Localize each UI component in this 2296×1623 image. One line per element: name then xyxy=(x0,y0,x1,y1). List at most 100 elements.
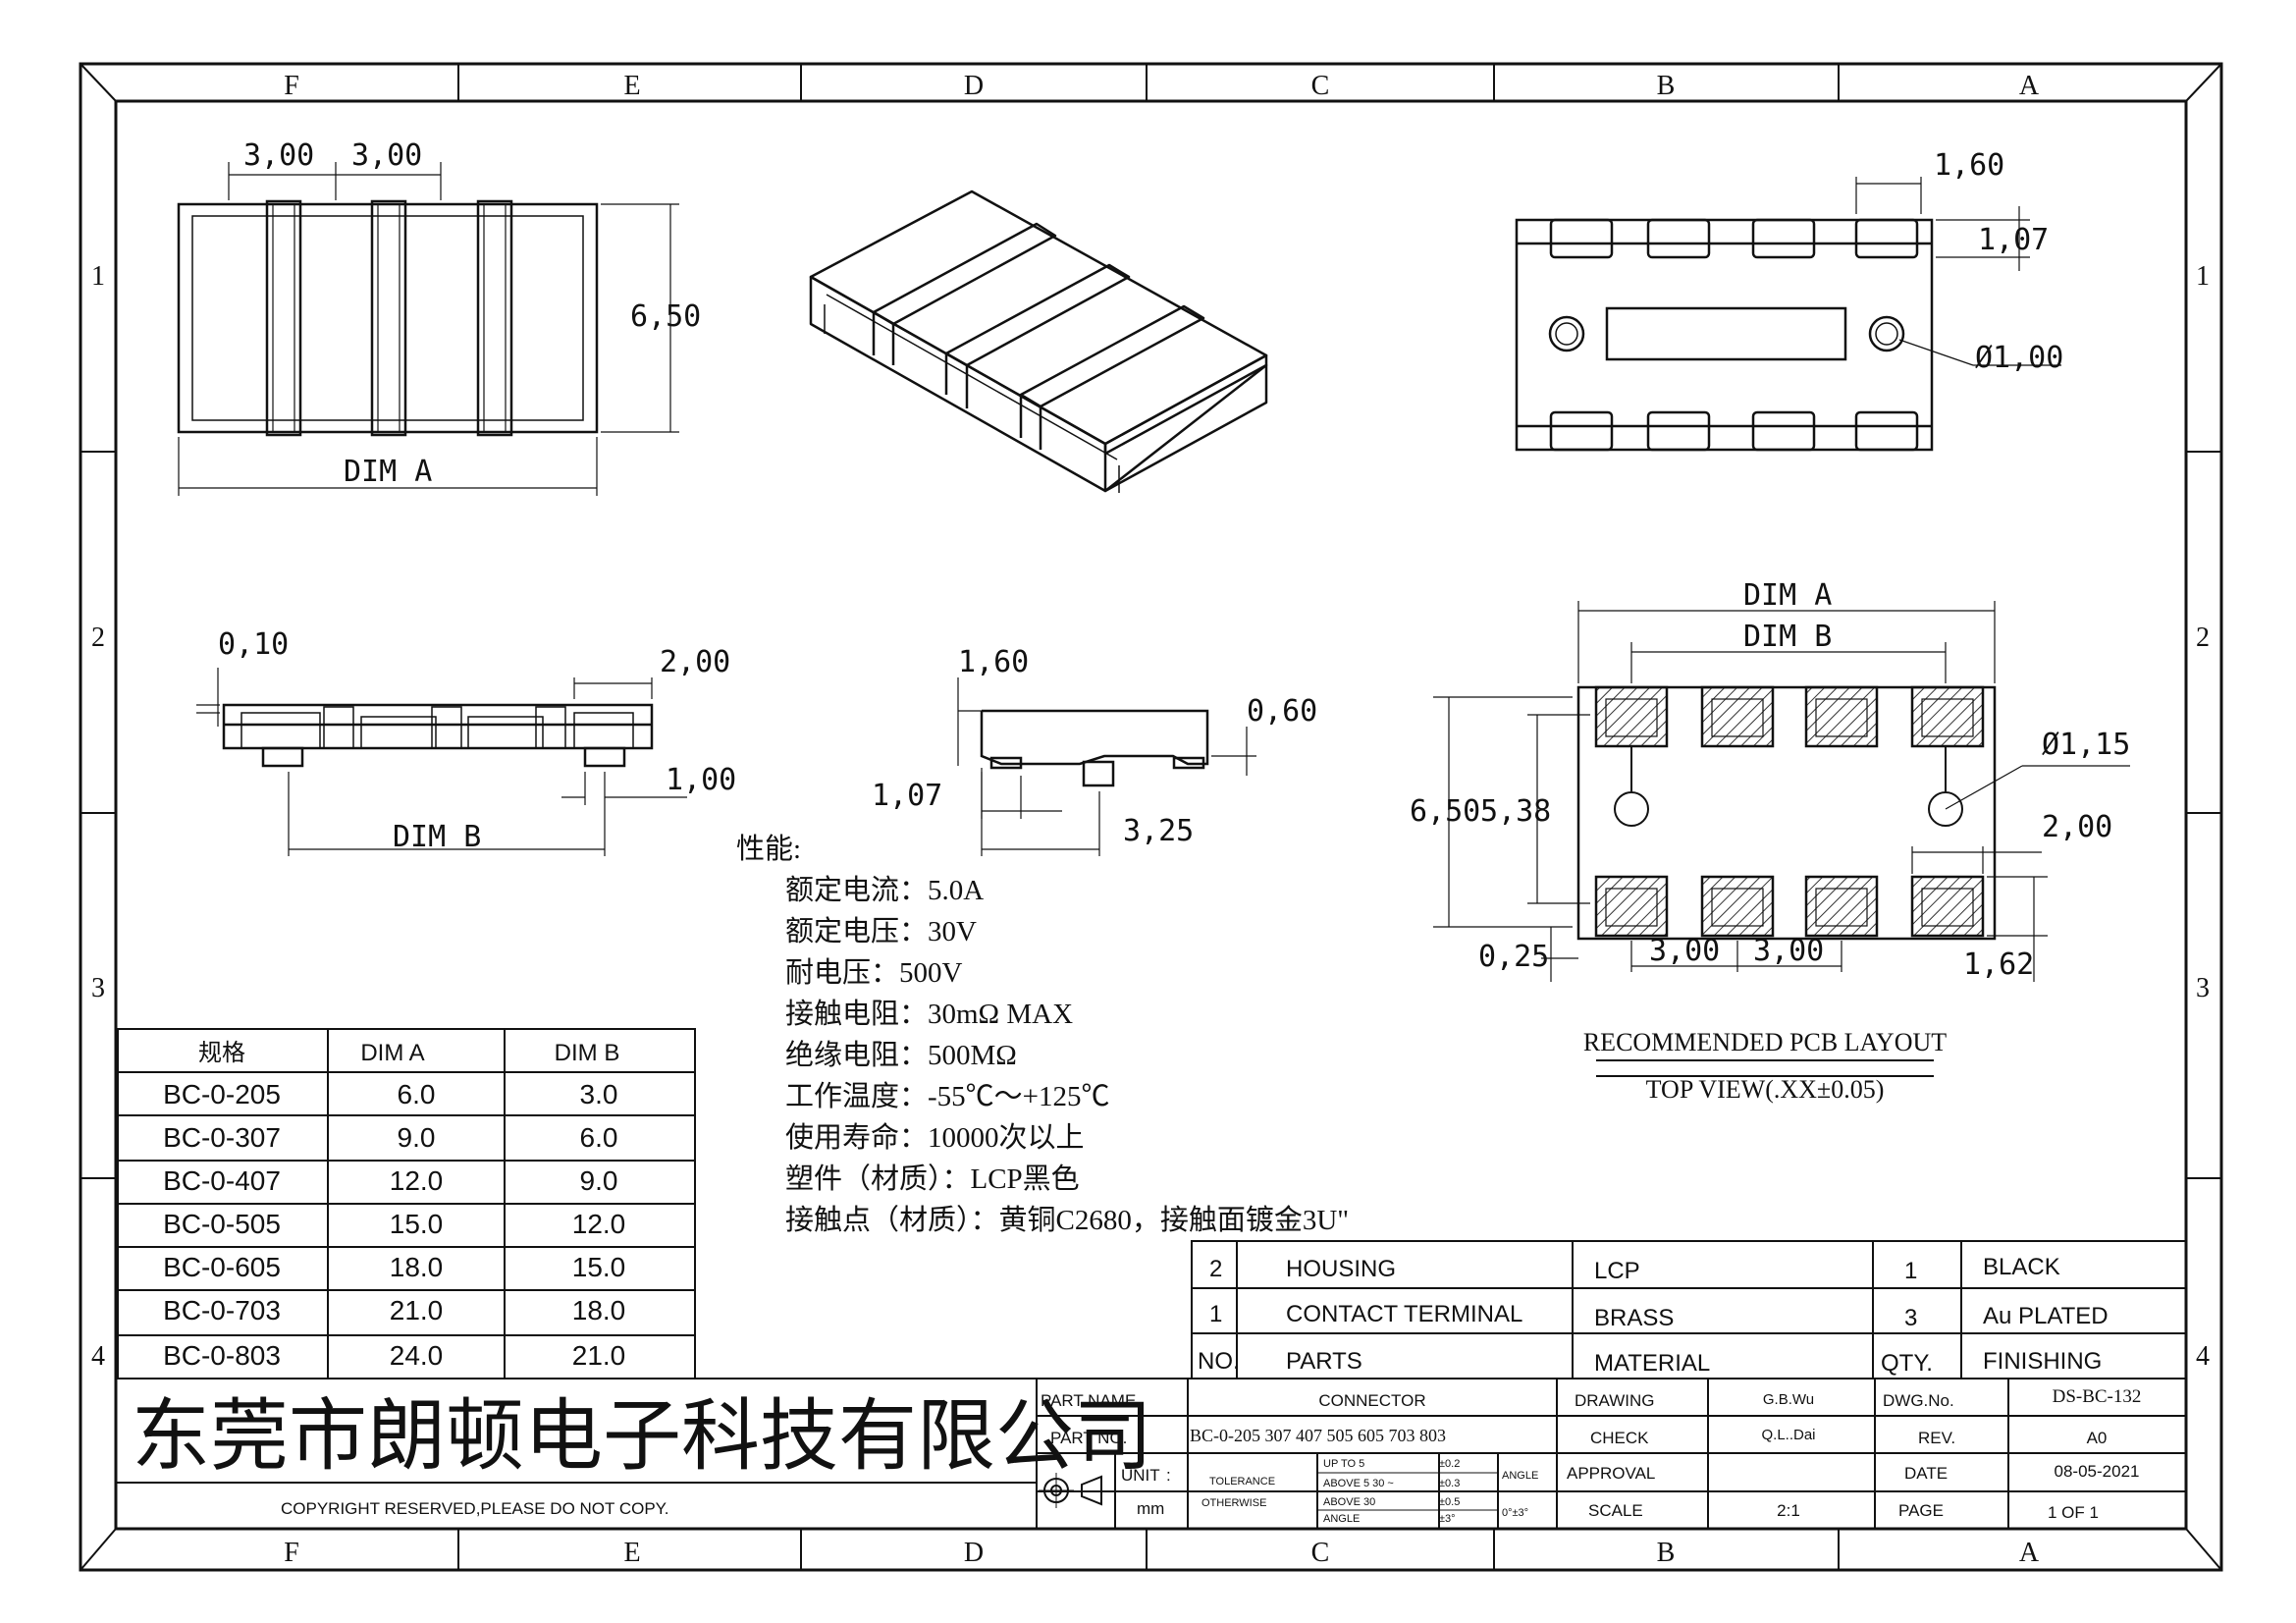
dim-bottom-1-07: 1,07 xyxy=(1978,223,2049,257)
part-name-value: CONNECTOR xyxy=(1318,1391,1425,1410)
part-no-value: BC-0-205 307 407 505 605 703 803 xyxy=(1190,1426,1446,1445)
zone-row-4-left: 4 xyxy=(91,1341,105,1372)
zone-col-f-bottom: F xyxy=(284,1538,299,1568)
rev-label: REV. xyxy=(1918,1429,1955,1447)
dim-width-6-50: 6,50 xyxy=(630,299,701,334)
bom-finishing: BLACK xyxy=(1983,1254,2060,1280)
table-cell-dim-b: 15.0 xyxy=(572,1252,626,1282)
date-value: 08-05-2021 xyxy=(2055,1462,2140,1481)
bom-finishing: Au PLATED xyxy=(1983,1303,2109,1329)
pcb-dim-5-38: 5,38 xyxy=(1480,794,1551,829)
spec-contact-material: 接触点（材质）：黄铜C2680，接触面镀金3U" xyxy=(785,1204,1349,1236)
zone-col-c-top: C xyxy=(1311,71,1330,101)
table-cell-model: BC-0-703 xyxy=(163,1295,281,1325)
side-view-drawing xyxy=(196,668,687,856)
unit-value: mm xyxy=(1137,1499,1164,1518)
spec-operating-temperature: 工作温度：-55℃～+125℃ xyxy=(785,1080,1110,1112)
sheet-frame xyxy=(79,62,2223,1572)
dim-end-1-60: 1,60 xyxy=(958,645,1029,679)
spec-withstand-voltage: 耐电压：500V xyxy=(785,956,963,989)
dwg-no-value: DS-BC-132 xyxy=(2053,1386,2142,1407)
table-cell-dim-b: 18.0 xyxy=(572,1295,626,1325)
page-value: 1 OF 1 xyxy=(2048,1503,2099,1522)
unit-label: UNIT xyxy=(1121,1466,1160,1485)
table-cell-dim-b: 6.0 xyxy=(580,1122,618,1153)
zone-col-e-top: E xyxy=(623,71,640,101)
table-cell-model: BC-0-803 xyxy=(163,1340,281,1371)
top-view-drawing xyxy=(177,162,679,496)
zone-col-f-top: F xyxy=(284,71,299,101)
zone-row-3-right: 3 xyxy=(2196,973,2210,1003)
table-cell-model: BC-0-605 xyxy=(163,1252,281,1282)
pcb-dim-dia-1-15: Ø1,15 xyxy=(2042,728,2130,762)
spec-housing-material: 塑件（材质）：LCP黑色 xyxy=(785,1163,1080,1195)
scale-value: 2:1 xyxy=(1777,1501,1800,1520)
model-dimension-table xyxy=(117,1028,696,1380)
pcb-dim-3-00-a: 3,00 xyxy=(1649,934,1720,968)
tolerance-row-3-value: ±0.5 xyxy=(1439,1496,1460,1508)
pcb-layout-subtitle: TOP VIEW(.XX±0.05) xyxy=(1646,1075,1885,1104)
zone-col-b-top: B xyxy=(1657,71,1676,101)
specifications-block: 性能: 额定电流：5.0A 额定电压：30V 耐电压：500V 接触电阻：30m… xyxy=(736,833,1349,1236)
isometric-view-drawing xyxy=(809,189,1268,493)
dim-hole-dia-1-00: Ø1,00 xyxy=(1975,341,2063,375)
zone-row-4-right: 4 xyxy=(2196,1341,2210,1372)
zone-col-a-top: A xyxy=(2019,71,2040,101)
bom-header-no: NO. xyxy=(1198,1348,1240,1375)
spec-service-life: 使用寿命：10000次以上 xyxy=(785,1121,1085,1154)
check-by: Q.L..Dai xyxy=(1761,1427,1815,1443)
dim-side-1-00: 1,00 xyxy=(666,763,736,797)
zone-col-c-bottom: C xyxy=(1311,1538,1330,1568)
tolerance-row-2-value: ±0.3 xyxy=(1439,1478,1460,1489)
table-cell-dim-b: 12.0 xyxy=(572,1209,626,1239)
table-cell-model: BC-0-407 xyxy=(163,1165,281,1196)
bom-header-parts: PARTS xyxy=(1286,1348,1362,1375)
tolerance-row-4-value: ±3° xyxy=(1439,1513,1456,1525)
zone-col-a-bottom: A xyxy=(2019,1538,2040,1568)
zone-row-2-left: 2 xyxy=(91,622,105,653)
pcb-dim-3-00-b: 3,00 xyxy=(1753,934,1824,968)
pcb-dim-b: DIM B xyxy=(1743,620,1832,654)
specs-title: 性能: xyxy=(736,833,801,865)
table-cell-model: BC-0-505 xyxy=(163,1209,281,1239)
bottom-view-drawing xyxy=(1515,177,2061,452)
zone-row-1-left: 1 xyxy=(91,261,105,292)
pcb-dim-1-62: 1,62 xyxy=(1963,947,2034,982)
table-cell-dim-a: 15.0 xyxy=(390,1209,444,1239)
part-name-label: PART NAME xyxy=(1041,1391,1136,1410)
projection-symbol-icon xyxy=(1039,1473,1102,1508)
copyright-notice: COPYRIGHT RESERVED,PLEASE DO NOT COPY. xyxy=(281,1499,669,1518)
drawing-by: G.B.Wu xyxy=(1763,1391,1814,1408)
table-cell-dim-b: 3.0 xyxy=(580,1079,618,1109)
table-cell-model: BC-0-205 xyxy=(163,1079,281,1109)
table-cell-dim-a: 9.0 xyxy=(398,1122,436,1153)
title-block xyxy=(116,1378,2186,1529)
pcb-layout-title: RECOMMENDED PCB LAYOUT xyxy=(1583,1028,1947,1056)
bom-qty: 1 xyxy=(1904,1258,1917,1284)
page-label: PAGE xyxy=(1898,1501,1944,1520)
bom-part: CONTACT TERMINAL xyxy=(1286,1301,1522,1327)
bom-qty: 3 xyxy=(1904,1305,1917,1331)
pcb-dim-6-50: 6,50 xyxy=(1410,794,1480,829)
dim-side-2-00: 2,00 xyxy=(660,645,730,679)
dim-pitch-3-00-a: 3,00 xyxy=(243,138,314,173)
tolerance-row-3-label: ABOVE 30 xyxy=(1323,1496,1375,1508)
table-cell-dim-a: 6.0 xyxy=(398,1079,436,1109)
tolerance-row-1-value: ±0.2 xyxy=(1439,1458,1460,1470)
dim-end-3-25: 3,25 xyxy=(1123,814,1194,848)
pcb-dim-a: DIM A xyxy=(1743,578,1832,613)
bom-header-qty: QTY. xyxy=(1881,1350,1933,1377)
dim-end-1-07: 1,07 xyxy=(872,779,942,813)
zone-row-3-left: 3 xyxy=(91,973,105,1003)
bill-of-materials xyxy=(1191,1240,2187,1380)
company-name: 东莞市朗顿电子科技有限公司 xyxy=(132,1394,1152,1481)
spec-insulation-resistance: 绝缘电阻：500MΩ xyxy=(785,1039,1017,1071)
bom-material: LCP xyxy=(1594,1258,1640,1284)
table-cell-dim-b: 9.0 xyxy=(580,1165,618,1196)
table-cell-dim-b: 21.0 xyxy=(572,1340,626,1371)
bom-part: HOUSING xyxy=(1286,1256,1396,1282)
zone-col-b-bottom: B xyxy=(1657,1538,1676,1568)
dim-side-dim-b: DIM B xyxy=(393,820,481,854)
dim-side-0-10: 0,10 xyxy=(218,627,289,662)
